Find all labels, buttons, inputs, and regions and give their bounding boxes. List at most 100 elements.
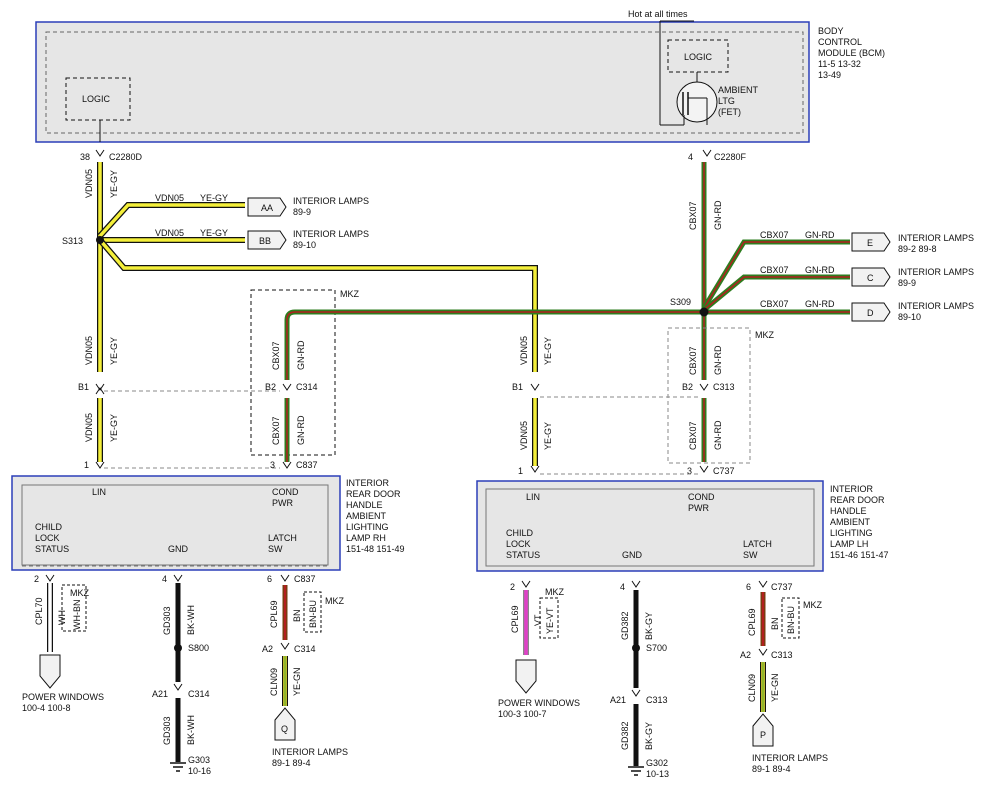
lh-c313c-label: C313 xyxy=(771,650,793,660)
lh-pin-6-terminal-icon xyxy=(758,580,768,588)
gn-rd-wire-rh xyxy=(284,309,700,462)
vt-label: VT xyxy=(533,614,543,626)
gd303-label: GD303 xyxy=(162,606,172,635)
d-circuit-label: CBX07 xyxy=(760,299,789,309)
c-lamp-label: INTERIOR LAMPS xyxy=(898,267,974,277)
lh-a2-terminal-icon xyxy=(758,648,768,656)
gn-rd-label-lh-mid: GN-RD xyxy=(713,345,723,375)
logic-left-label: LOGIC xyxy=(82,94,111,104)
gd303b-label: GD303 xyxy=(162,716,172,745)
gn-rd-label-rh-top: GN-RD xyxy=(296,340,306,370)
pin-1-terminal-icon-rh xyxy=(95,461,105,469)
aa-lamp-label: INTERIOR LAMPS xyxy=(293,196,369,206)
rh-latch-label: LATCH xyxy=(268,533,297,543)
aa-ref: 89-9 xyxy=(293,207,311,217)
c-connector-icon xyxy=(851,267,891,287)
rh-module-title-2: REAR DOOR xyxy=(346,489,401,499)
aa-circuit-label: VDN05 xyxy=(155,193,184,203)
vdn05-label-top: VDN05 xyxy=(84,169,94,198)
lh-mkz-wire-label: MKZ xyxy=(545,587,565,597)
lh-child-label: CHILD xyxy=(506,528,534,538)
rh-child-label: CHILD xyxy=(35,522,63,532)
vdn05-label-lh-top: VDN05 xyxy=(519,336,529,365)
rh-pwr-label: PWR xyxy=(272,498,293,508)
lh-pin-6-label: 6 xyxy=(746,582,751,592)
lh-mkz-latch-label: MKZ xyxy=(803,600,823,610)
wh-bn-label: WH-BN xyxy=(72,600,82,631)
rh-lock-label: LOCK xyxy=(35,533,60,543)
c2280f-terminal-icon xyxy=(702,149,712,157)
vdn05-label-low: VDN05 xyxy=(84,413,94,442)
b2-label-lh: B2 xyxy=(682,382,693,392)
cbx07-label-lh-low: CBX07 xyxy=(688,421,698,450)
lh-pin-4-label: 4 xyxy=(620,582,625,592)
bcm-inner-dashed xyxy=(45,31,804,134)
lh-module-box xyxy=(476,480,824,572)
cpl69b-label-lh: CPL69 xyxy=(747,608,757,636)
b2-label-rh: B2 xyxy=(265,382,276,392)
c-ref: 89-9 xyxy=(898,278,916,288)
d-ref: 89-10 xyxy=(898,312,921,322)
p-ref: 89-1 89-4 xyxy=(752,764,791,774)
mkz-label-lh: MKZ xyxy=(755,330,775,340)
cln09-label-lh: CLN09 xyxy=(747,674,757,702)
b1-label-lh: B1 xyxy=(512,382,523,392)
b2-terminal-icon-rh xyxy=(282,383,292,391)
cbx07-label-rh-low: CBX07 xyxy=(271,416,281,445)
b2-terminal-icon-lh xyxy=(699,383,709,391)
lh-module-title-6: LAMP LH xyxy=(830,539,868,549)
g303-ref: 10-16 xyxy=(188,766,211,776)
bn-bu-label-lh: BN-BU xyxy=(786,606,796,634)
cpl69-label-lh: CPL69 xyxy=(510,605,520,633)
wh-label: WH xyxy=(57,610,67,625)
rh-module-title-1: INTERIOR xyxy=(346,478,390,488)
s700-splice-icon xyxy=(632,644,640,652)
e-connector-icon xyxy=(851,232,891,252)
bcm-module-box xyxy=(35,21,810,143)
cbx07-label-lh-top: CBX07 xyxy=(688,201,698,230)
logic-left-box xyxy=(65,77,131,121)
gn-rd-branch-e xyxy=(701,239,850,310)
d-lamp-label: INTERIOR LAMPS xyxy=(898,301,974,311)
lh-pin-4-terminal-icon xyxy=(631,580,641,588)
bb-circuit-label: VDN05 xyxy=(155,228,184,238)
mkz-box-rh xyxy=(250,289,336,456)
rh-power-windows-label: POWER WINDOWS xyxy=(22,692,104,702)
g302-label: G302 xyxy=(646,758,668,768)
lh-module-title-2: REAR DOOR xyxy=(830,495,885,505)
cln09-label-rh: CLN09 xyxy=(269,668,279,696)
ye-gy-label-top: YE-GY xyxy=(109,170,119,198)
rh-pin-4-terminal-icon xyxy=(173,574,183,582)
rh-module-inner xyxy=(21,484,329,566)
cpl69-label-rh: CPL69 xyxy=(269,600,279,628)
lh-lin-label: LIN xyxy=(526,492,540,502)
lh-power-windows-ref: 100-3 100-7 xyxy=(498,709,547,719)
b1-terminal-icon-lh xyxy=(530,383,540,391)
mkz-label-rh: MKZ xyxy=(340,289,360,299)
lh-c313b-label: C313 xyxy=(646,695,668,705)
b1-receptacle-icon-rh xyxy=(95,387,105,395)
s313-label: S313 xyxy=(62,236,83,246)
lh-pin-2-terminal-icon xyxy=(521,580,531,588)
q-lamp-label: INTERIOR LAMPS xyxy=(272,747,348,757)
lh-module-title-4: AMBIENT xyxy=(830,517,871,527)
fet-label-2: LTG xyxy=(718,96,735,106)
rh-module-title-7: 151-48 151-49 xyxy=(346,544,405,554)
rh-c314c-label: C314 xyxy=(294,644,316,654)
d-code: D xyxy=(867,308,874,318)
rh-sw-label: SW xyxy=(268,544,283,554)
b1-label-rh: B1 xyxy=(78,382,89,392)
gn-rd-label-lh-top: GN-RD xyxy=(713,200,723,230)
bb-ref: 89-10 xyxy=(293,240,316,250)
hot-at-all-times-label: Hot at all times xyxy=(628,9,688,19)
c-code: C xyxy=(867,273,874,283)
q-code: Q xyxy=(281,724,288,734)
lh-gnd-label: GND xyxy=(622,550,643,560)
bn-label-rh: BN xyxy=(292,609,302,622)
q-ref: 89-1 89-4 xyxy=(272,758,311,768)
pin-4-label-lh: 4 xyxy=(688,152,693,162)
bb-code: BB xyxy=(259,236,271,246)
bn-bu-label-rh: BN-BU xyxy=(308,600,318,628)
lh-power-windows-label: POWER WINDOWS xyxy=(498,698,580,708)
rh-a21-terminal-icon xyxy=(173,683,183,691)
